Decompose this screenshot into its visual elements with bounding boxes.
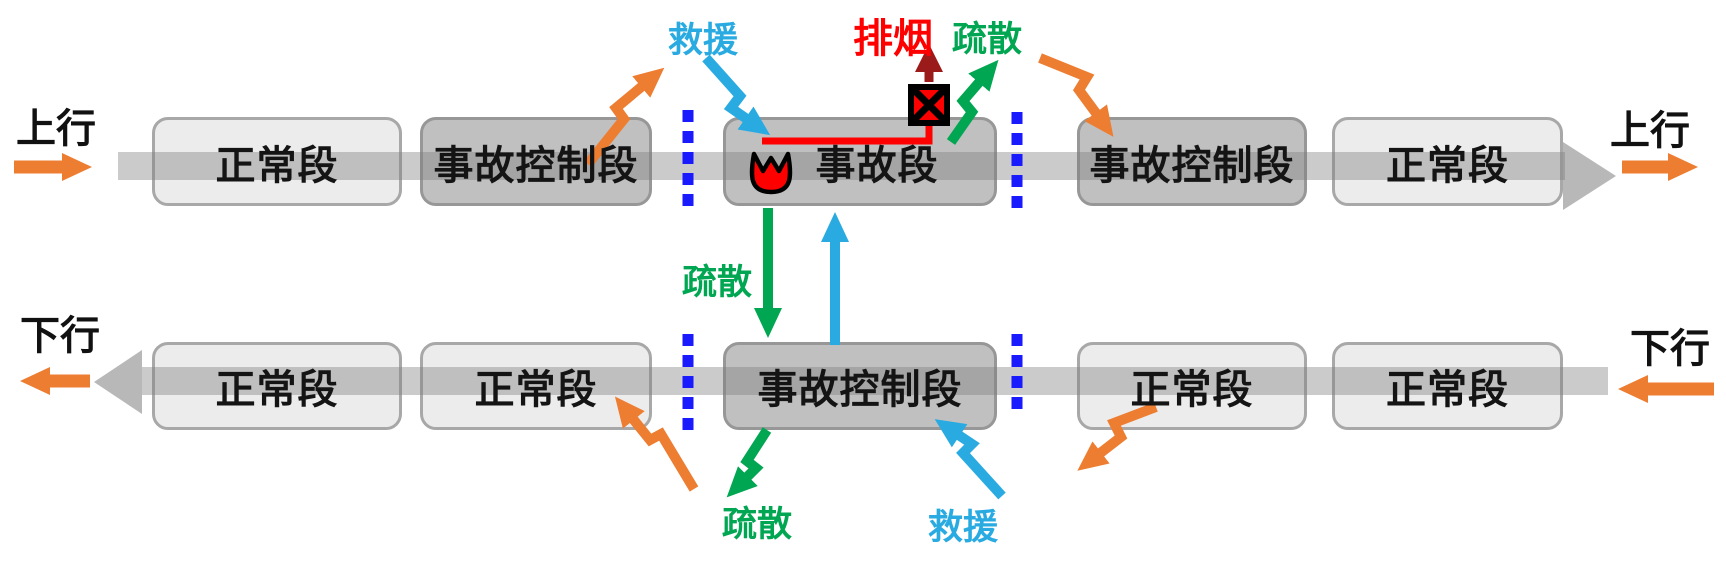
up-direction-label-right: 上行 bbox=[1610, 109, 1690, 153]
orange-zigzag-arrow-bottom-left-icon bbox=[614, 396, 699, 492]
rescue-label-bottom: 救援 bbox=[928, 508, 999, 547]
orange-zigzag-arrow-top-right-icon bbox=[1038, 53, 1114, 137]
down-direction-label-left: 下行 bbox=[20, 314, 100, 358]
up-segment-label-incident: 事故段 bbox=[815, 143, 939, 188]
down-segment-label-normal-1: 正常段 bbox=[215, 368, 339, 412]
down-segment-label-normal-3: 正常段 bbox=[1130, 368, 1254, 412]
fire-icon bbox=[749, 151, 793, 195]
down-tunnel-bar-arrowhead bbox=[94, 350, 142, 414]
rescue-arrow-bottom-icon bbox=[934, 419, 1006, 500]
down-segment-label-normal-2: 正常段 bbox=[474, 368, 598, 412]
up-segment-label-normal-1: 正常段 bbox=[215, 143, 339, 188]
up-tunnel-bar bbox=[118, 142, 1616, 210]
orange-zigzag-arrow-bottom-right-icon bbox=[1077, 402, 1158, 471]
orange-zigzag-arrow-top-left-icon bbox=[584, 67, 665, 168]
up-segment-box-normal-1 bbox=[152, 117, 402, 206]
traffic-diversion-arrows bbox=[584, 53, 1158, 492]
rescue-arrow-top-icon bbox=[702, 54, 771, 136]
evacuation-arrows bbox=[726, 59, 999, 498]
down-segment-box-normal-1 bbox=[152, 342, 402, 430]
down-segment-box-normal-3 bbox=[1077, 342, 1307, 430]
direction-arrows bbox=[14, 153, 1714, 403]
down-segment-label-control: 事故控制段 bbox=[757, 368, 963, 412]
down-segment-label-normal-4: 正常段 bbox=[1386, 368, 1509, 412]
down-segment-box-normal-4 bbox=[1332, 342, 1563, 430]
up-segment-label-control-left: 事故控制段 bbox=[433, 143, 639, 188]
evacuation-arrow-bottom-icon bbox=[726, 427, 772, 498]
exhaust-fan-icon bbox=[908, 84, 950, 126]
up-segment-box-control-right bbox=[1077, 117, 1307, 206]
up-segment-label-control-right: 事故控制段 bbox=[1089, 143, 1295, 188]
evacuation-label-bottom: 疏散 bbox=[722, 505, 793, 544]
evacuation-label-top: 疏散 bbox=[952, 20, 1023, 59]
evacuation-arrow-top-icon bbox=[946, 59, 999, 145]
dashed-cross-passage-markers bbox=[682, 110, 1023, 434]
evacuation-label-middle: 疏散 bbox=[682, 263, 753, 302]
up-segment-box-normal-2 bbox=[1332, 117, 1563, 206]
smoke-exhaust-label: 排烟 bbox=[853, 17, 933, 61]
rescue-arrows bbox=[702, 54, 1006, 500]
smoke-exhaust-system bbox=[762, 44, 950, 145]
down-segment-box-control bbox=[723, 342, 997, 430]
up-direction-label-left: 上行 bbox=[16, 107, 96, 151]
up-segment-label-normal-2: 正常段 bbox=[1386, 143, 1509, 188]
down-tunnel-bar bbox=[94, 350, 1608, 414]
rescue-label-top: 救援 bbox=[668, 21, 739, 60]
down-direction-label-right: 下行 bbox=[1630, 327, 1710, 371]
down-segment-box-normal-2 bbox=[420, 342, 652, 430]
smoke-duct-line bbox=[762, 124, 933, 145]
up-tunnel-bar-arrowhead bbox=[1563, 142, 1616, 210]
